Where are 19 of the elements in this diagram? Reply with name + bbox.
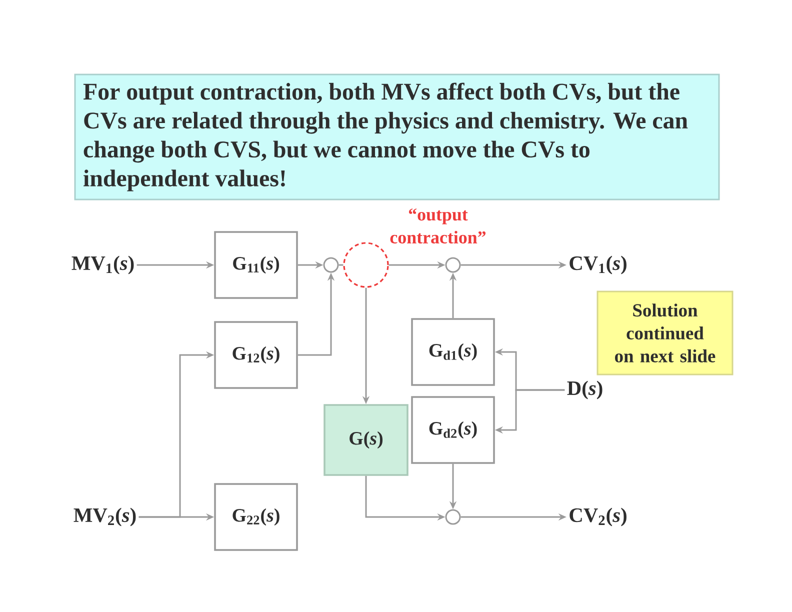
callout-box: Solution continued on next slide xyxy=(596,290,734,376)
transfer-function-block: G(s) xyxy=(324,404,408,476)
highlight-circle xyxy=(343,242,389,288)
transfer-function-block: G$_{12}$(s) xyxy=(214,321,298,389)
transfer-function-block: G$_{11}$(s) xyxy=(214,231,298,299)
summing-junction xyxy=(445,257,461,273)
signal-label: CV$_{1}$(s) xyxy=(570,256,626,274)
signal-label: MV$_{2}$(s) xyxy=(74,508,136,526)
transfer-function-block: G$_{22}$(s) xyxy=(214,483,298,551)
signal-label: D(s) xyxy=(567,380,602,400)
signal-label: CV$_{2}$(s) xyxy=(570,508,626,526)
transfer-function-block: G$_{d2}$(s) xyxy=(411,396,495,464)
summing-junction xyxy=(445,509,461,525)
summing-junction xyxy=(323,257,339,273)
connector-line xyxy=(338,264,344,266)
note-box: For output contraction, both MVs affect both CVs, but the CVs are related through the physics and chemistry. We can change both CVS, but we cannot move the CVs to independent values! xyxy=(74,74,720,200)
signal-label: MV$_{1}$(s) xyxy=(72,256,134,274)
annotation-text: “output contraction” xyxy=(390,208,486,244)
transfer-function-block: G$_{d1}$(s) xyxy=(411,318,495,386)
